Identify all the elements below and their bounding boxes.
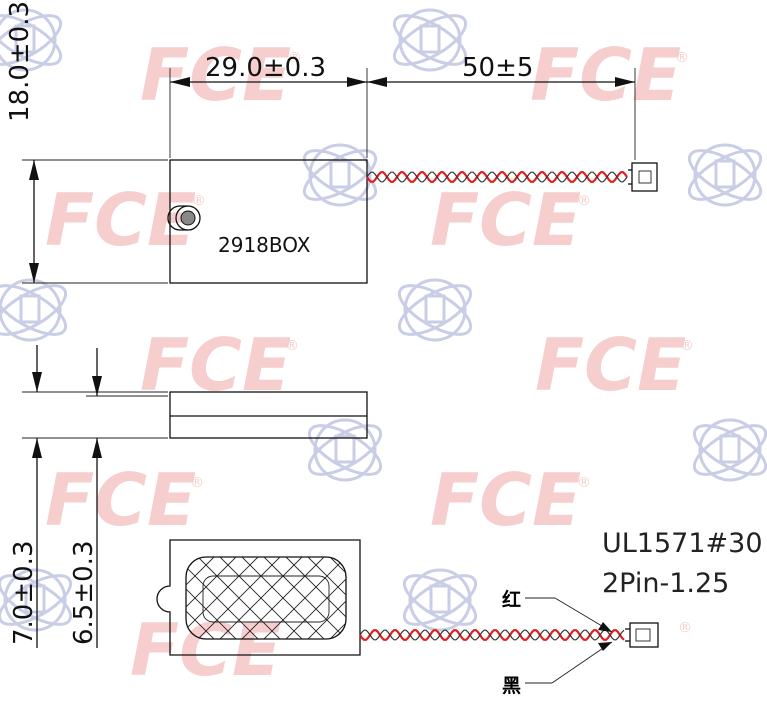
wire-black-label: 黑 [502, 675, 521, 697]
dim-cable-label: 50±5 [462, 53, 533, 83]
acoustic-grille-inner [202, 575, 330, 623]
globe-emblem-icon [390, 274, 480, 346]
watermark-mark: ® [680, 338, 694, 354]
dim-body-thickness-label: 6.5±0.3 [69, 541, 99, 645]
watermark-brand: FCE [140, 33, 291, 117]
dim-total-thickness-label: 7.0±0.3 [9, 541, 39, 645]
bottom-view: 红 黑 UL1571#30 2Pin-1.25 [156, 528, 763, 697]
connector-pin-window [638, 170, 652, 184]
watermark-layer: FCE ® FCE ® FCE ® FCE ® FCE ® FCE ® FCE … [0, 4, 767, 692]
watermark-brand: FCE [45, 458, 196, 542]
twisted-wire-top [366, 171, 628, 183]
watermark-brand: FCE [430, 458, 581, 542]
dim-width-label: 29.0±0.3 [205, 53, 326, 83]
connector-2pin [629, 622, 659, 648]
part-label: 2918BOX [218, 233, 311, 257]
watermark-brand: FCE [430, 178, 581, 262]
watermark-mark: ® [577, 193, 591, 209]
twisted-wire-bottom [359, 629, 625, 641]
grille-mesh [186, 557, 346, 639]
connector-spec-label: 2Pin-1.25 [602, 568, 729, 599]
globe-emblem-icon [395, 564, 485, 636]
connector-pin-window [635, 628, 651, 642]
mounting-hole [175, 205, 201, 231]
watermark-mark: ® [675, 50, 689, 66]
wire-red-label: 红 [502, 588, 521, 611]
watermark-mark: ® [678, 620, 692, 636]
side-profile-outline [169, 391, 368, 439]
side-view: 7.0±0.3 6.5±0.3 [9, 345, 368, 648]
top-view: 2918BOX 29.0±0.3 50±5 18.0±0.3 [5, 1, 658, 284]
watermark-brand: FCE [45, 178, 196, 262]
globe-emblem-icon [300, 414, 390, 486]
watermark-brand: FCE [140, 323, 291, 407]
watermark-mark: ® [577, 475, 591, 491]
wire-spec-label: UL1571#30 [602, 528, 763, 559]
globe-emblem-icon [295, 139, 385, 211]
watermark-brand: FCE [535, 323, 686, 407]
acoustic-grille-outer [185, 556, 347, 640]
dim-height-label: 18.0±0.3 [5, 1, 35, 122]
connector-2pin [631, 162, 658, 192]
mounting-slot [167, 205, 188, 231]
mounting-hole-inner [180, 210, 196, 226]
watermark-brand: FCE [530, 33, 681, 117]
watermark-mark: ® [190, 475, 204, 491]
watermark-mark: ® [192, 193, 206, 209]
watermark-brand: FCE [130, 608, 281, 692]
globe-emblem-icon [680, 139, 767, 211]
speaker-bottom-outline [156, 539, 361, 656]
watermark-mark: ® [285, 338, 299, 354]
globe-emblem-icon [0, 274, 75, 346]
globe-emblem-icon [685, 414, 767, 486]
watermark-mark: ® [288, 50, 302, 66]
speaker-box-outline [169, 159, 368, 284]
globe-emblem-icon [385, 4, 475, 76]
